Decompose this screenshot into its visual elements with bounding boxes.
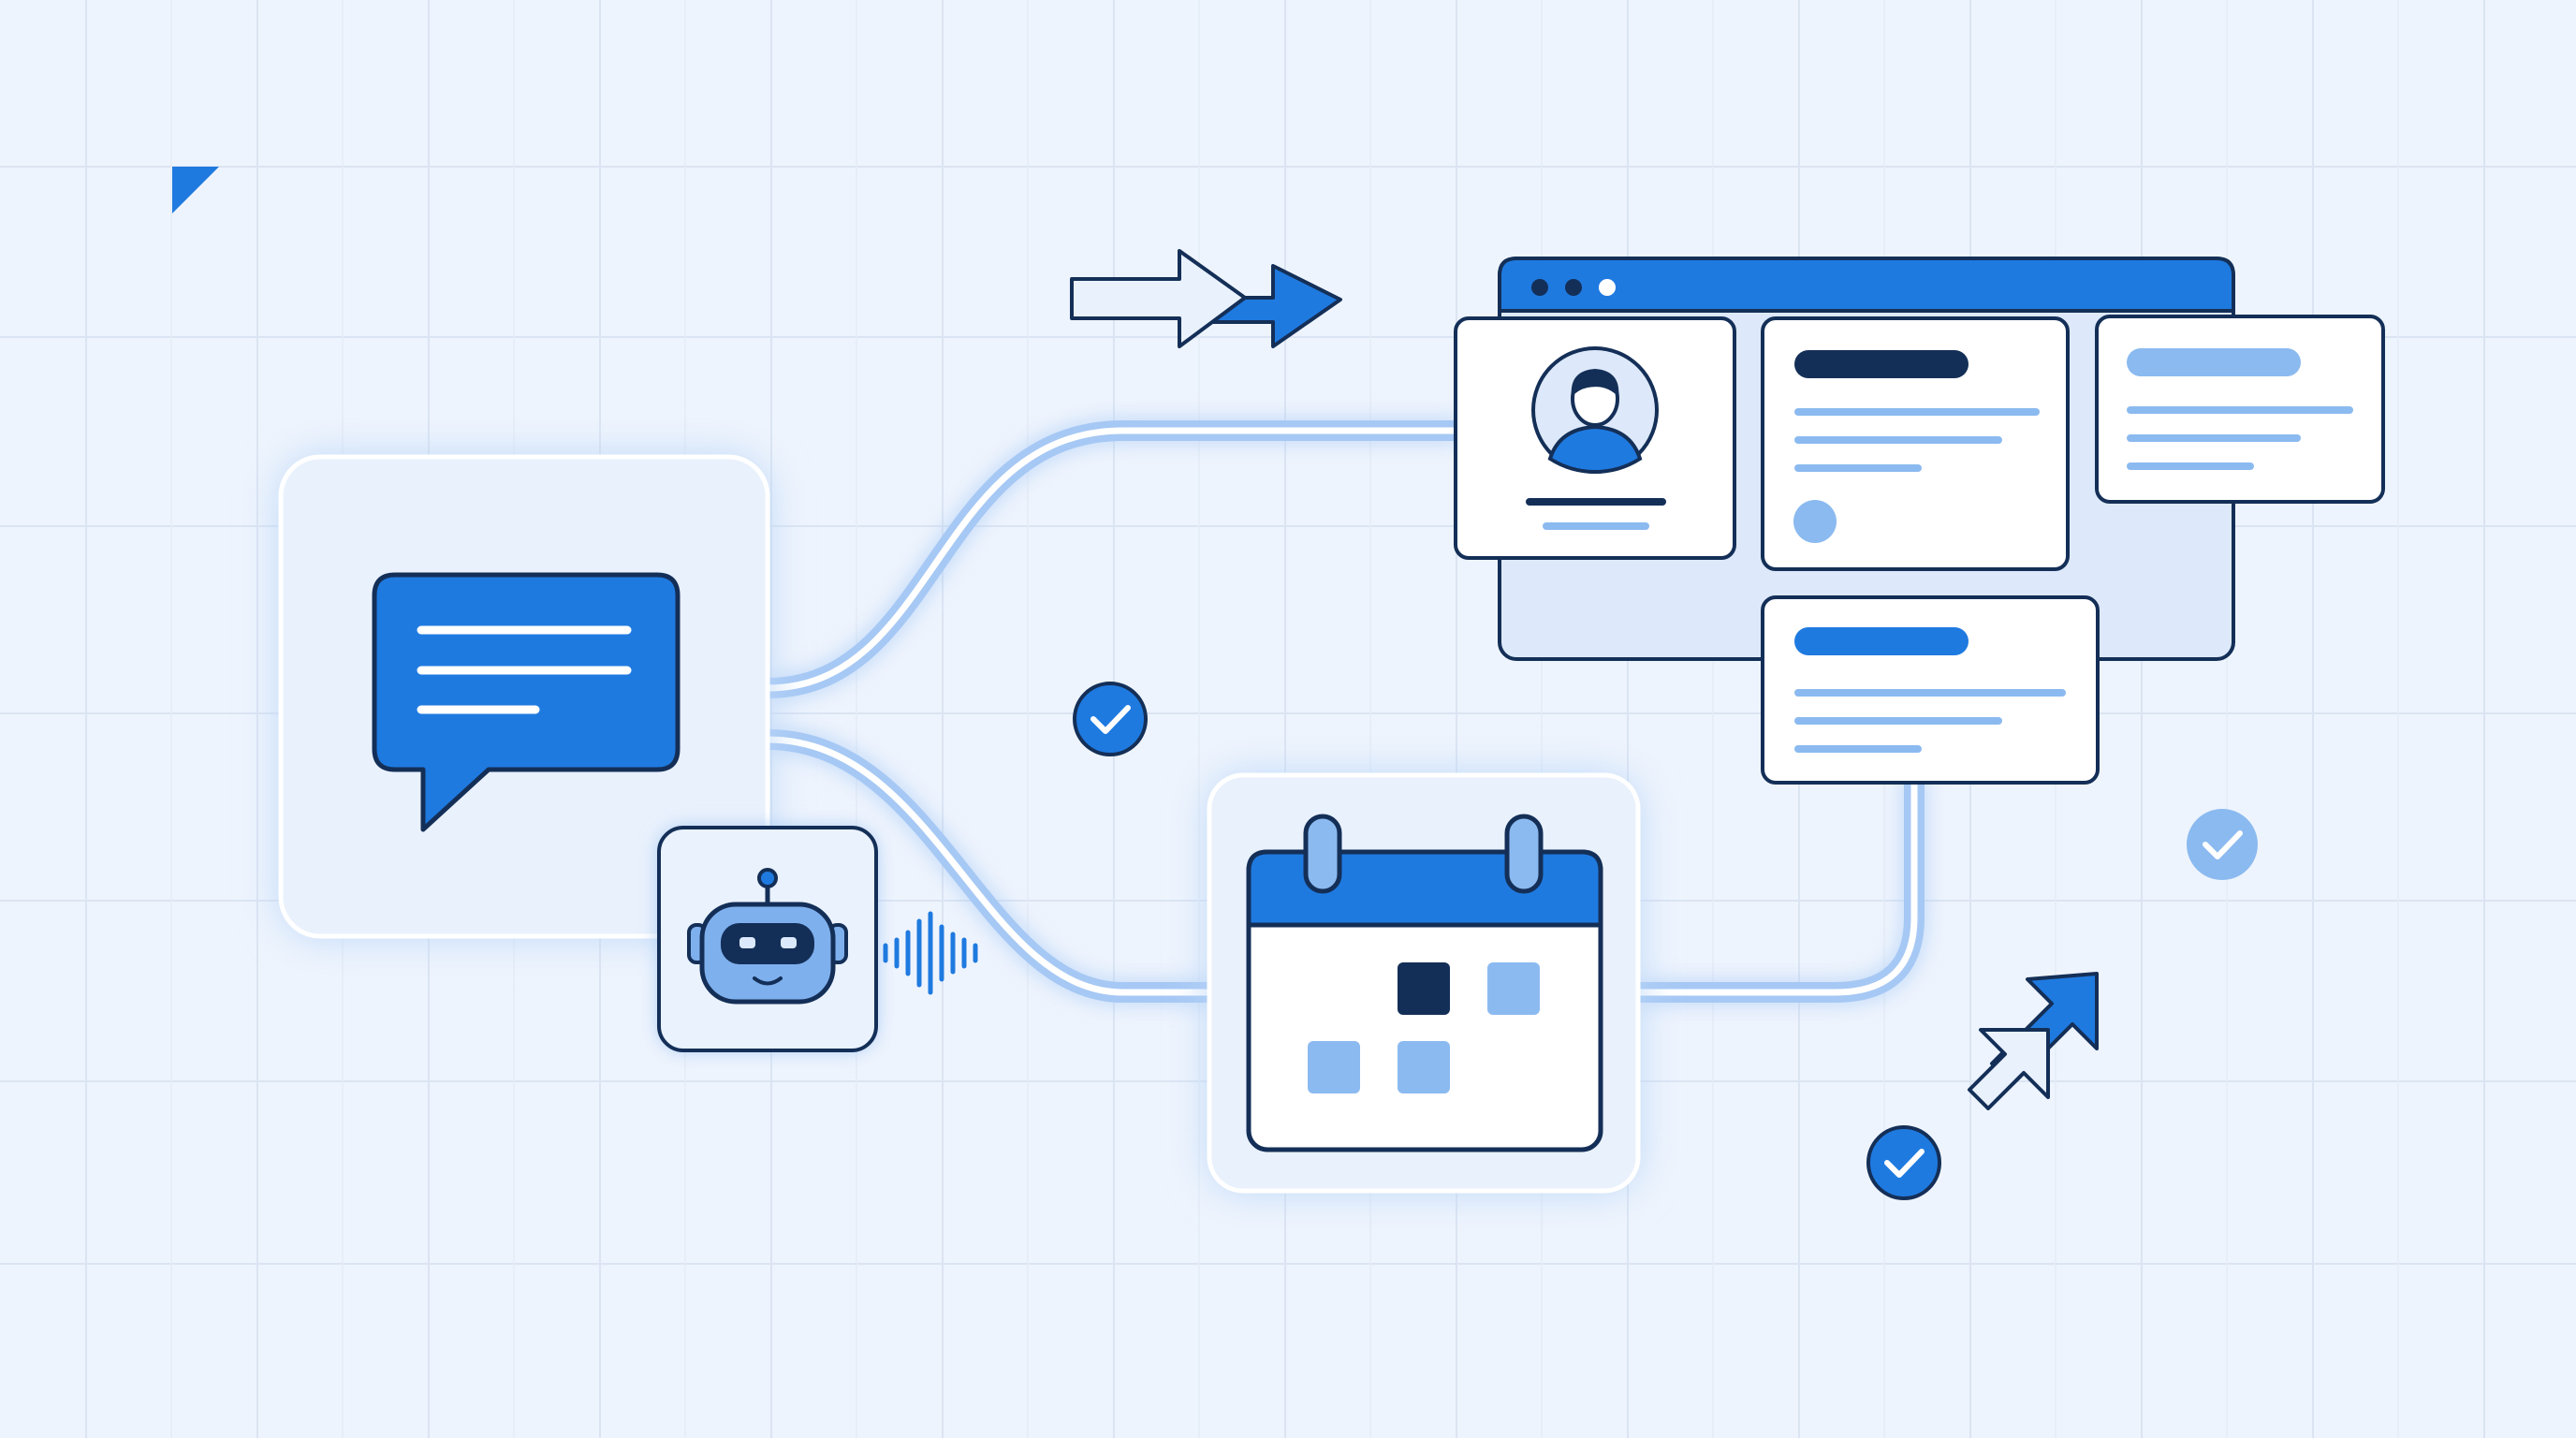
chat-card xyxy=(278,454,770,939)
info-card-secondary xyxy=(2095,315,2385,504)
checkmark-icon xyxy=(1073,682,1148,756)
info-card-detail xyxy=(1761,595,2100,785)
info-card-primary xyxy=(1761,316,2070,571)
window-dot xyxy=(1531,279,1548,296)
corner-marker xyxy=(172,167,219,213)
window-dot xyxy=(1599,279,1616,296)
window-dot xyxy=(1565,279,1582,296)
user-avatar-icon xyxy=(1531,346,1659,475)
upward-arrows-icon xyxy=(1968,972,2099,1110)
soundwave-icon xyxy=(883,911,978,995)
checkmark-icon xyxy=(1866,1125,1941,1200)
calendar-card xyxy=(1207,772,1641,1194)
assistant-card xyxy=(657,826,878,1052)
forward-arrows-icon xyxy=(1070,249,1342,348)
chat-bubble-icon xyxy=(372,572,681,832)
calendar-icon xyxy=(1246,814,1603,1152)
connector-lines xyxy=(767,417,1928,1006)
profile-card xyxy=(1454,316,1736,560)
robot-icon xyxy=(687,868,848,1005)
checkmark-icon xyxy=(2187,809,2258,880)
